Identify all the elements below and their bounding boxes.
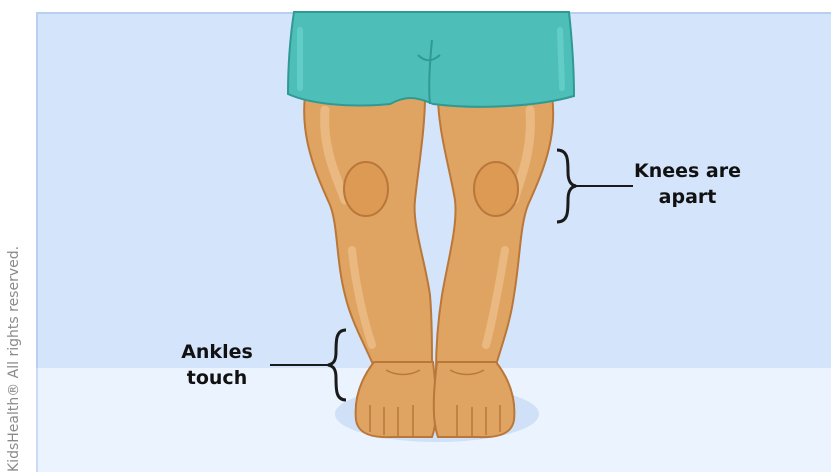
ankles-bracket <box>328 330 346 400</box>
knees-bracket <box>557 150 576 222</box>
shorts <box>288 12 574 107</box>
knees-label: Knees are apart <box>630 158 745 210</box>
ankles-label: Ankles touch <box>162 339 272 391</box>
left-leg <box>304 96 432 372</box>
right-kneecap <box>474 162 518 216</box>
left-kneecap <box>344 162 388 216</box>
right-foot <box>434 362 515 437</box>
left-foot <box>356 362 437 437</box>
copyright-text: KidsHealth® All rights reserved. <box>3 172 25 472</box>
right-leg <box>436 96 553 372</box>
